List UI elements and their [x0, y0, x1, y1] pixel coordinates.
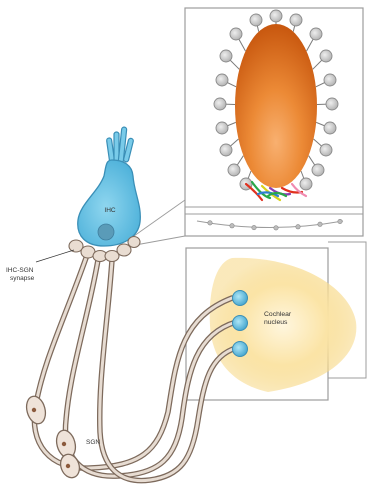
synaptic-vesicle	[270, 10, 282, 22]
receptor-dot	[296, 225, 300, 229]
ihc-label: IHC	[104, 207, 116, 214]
synaptic-vesicle	[290, 14, 302, 26]
synaptic-vesicle	[320, 50, 332, 62]
nucleus-terminals	[233, 291, 248, 357]
synaptic-vesicle	[228, 164, 240, 176]
synaptic-vesicle	[216, 122, 228, 134]
synaptic-vesicle	[220, 50, 232, 62]
synapse-leader-line	[36, 250, 74, 262]
receptor-dot	[252, 225, 256, 229]
terminal-bouton	[233, 316, 248, 331]
nucleus-label-line1: Cochlear	[264, 311, 292, 318]
terminal-bouton	[233, 291, 248, 306]
receptor-dot	[338, 219, 342, 223]
synaptic-vesicle	[216, 74, 228, 86]
receptor-dot	[208, 221, 212, 225]
ribbon-inset-panel	[185, 8, 363, 236]
receptor-dot	[230, 224, 234, 228]
nucleus-label-line2: nucleus	[264, 319, 288, 326]
sgn-cell-bodies	[24, 394, 83, 480]
stereocilia-icon	[106, 127, 133, 164]
ihc-nucleus	[98, 224, 114, 240]
synaptic-vesicle	[324, 74, 336, 86]
receptor-dot	[274, 226, 278, 230]
receptor-dot	[318, 222, 322, 226]
synaptic-vesicle	[310, 28, 322, 40]
synaptic-vesicle	[320, 144, 332, 156]
synaptic-vesicle	[250, 14, 262, 26]
synaptic-vesicle	[214, 98, 226, 110]
synaptic-vesicle	[220, 144, 232, 156]
ribbon-body-icon	[235, 24, 317, 188]
terminal-bouton	[233, 342, 248, 357]
synaptic-vesicle	[312, 164, 324, 176]
synaptic-vesicle	[230, 28, 242, 40]
sgn-label: SGN	[86, 439, 100, 446]
synaptic-vesicle	[324, 122, 336, 134]
inner-hair-cell	[78, 127, 141, 246]
synapse-label: IHC-SGN synapse	[6, 267, 35, 282]
synaptic-vesicle	[300, 178, 312, 190]
synaptic-vesicle	[326, 98, 338, 110]
synapse-label-line1: IHC-SGN	[6, 267, 34, 274]
synapse-label-line2: synapse	[10, 275, 35, 282]
